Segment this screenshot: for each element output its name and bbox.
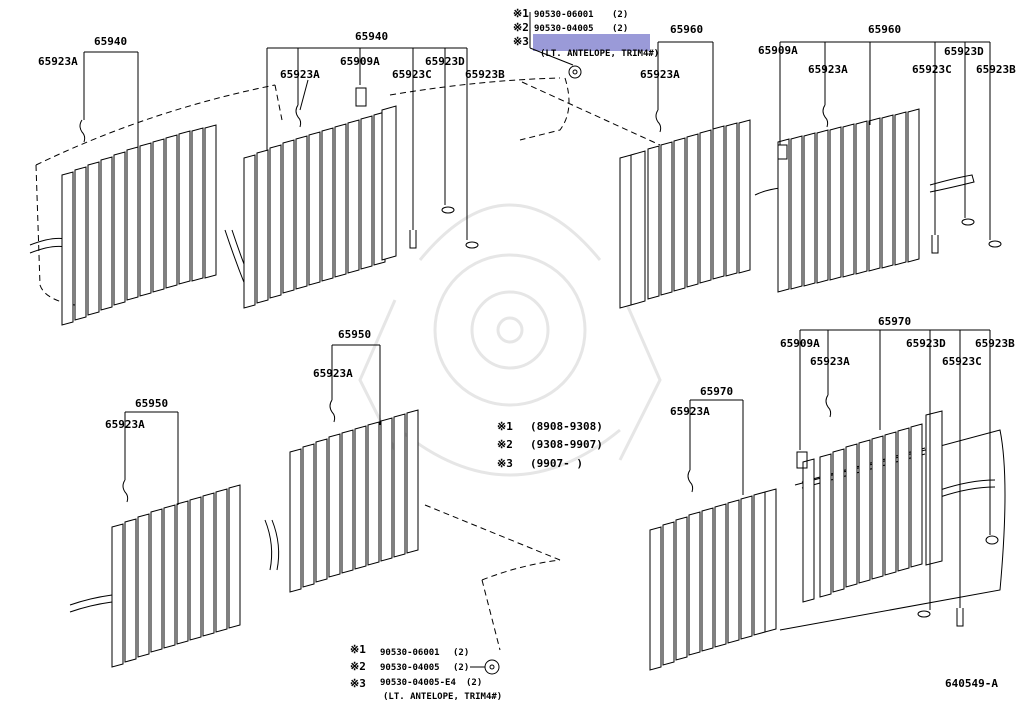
part-number-65970-b: 65970 xyxy=(878,315,911,328)
part-number-65923d-a: 65923D xyxy=(425,55,465,68)
part-number-65923c-c: 65923C xyxy=(942,355,982,368)
part-number-65923a-c: 65923A xyxy=(640,68,680,81)
bottom-qty-1: (2) xyxy=(453,648,469,658)
callout-part-2: 90530-04005 xyxy=(534,24,594,34)
hook-parts-upper-left xyxy=(79,87,479,249)
slats-lower-left-a xyxy=(111,484,241,668)
reference-code: 640549-A xyxy=(945,677,998,690)
callout-qty-2: (2) xyxy=(612,24,628,34)
legend-marker-2: ※2 xyxy=(497,438,513,451)
part-number-65923b-b: 65923B xyxy=(976,63,1016,76)
slats-upper-right-a xyxy=(619,119,751,309)
window-outline-lower-left xyxy=(69,504,561,651)
labels-upper-left: 65940 65923A 65940 65923A 65909A 65923C … xyxy=(38,30,505,81)
bottom-part-3: 90530-04005-E4 xyxy=(380,678,456,688)
part-number-65923c-b: 65923C xyxy=(912,63,952,76)
legend-range-1: (8908-9308) xyxy=(530,420,603,433)
highlight-box xyxy=(533,34,650,51)
slats-upper-right-b xyxy=(777,108,920,293)
part-number-65940-a: 65940 xyxy=(94,35,127,48)
part-number-65909a-a: 65909A xyxy=(340,55,380,68)
legend-range-3: (9907- ) xyxy=(530,457,583,470)
part-number-65923a-e: 65923A xyxy=(105,418,145,431)
part-number-65940-b: 65940 xyxy=(355,30,388,43)
marker-3: ※3 xyxy=(513,35,529,48)
slats-lower-right-b xyxy=(802,410,943,603)
part-number-65923d-c: 65923D xyxy=(906,337,946,350)
part-number-65923a-b: 65923A xyxy=(280,68,320,81)
bottom-marker-2: ※2 xyxy=(350,660,366,673)
callout-note: (LT. ANTELOPE, TRIM4#) xyxy=(540,49,659,59)
part-number-65909a-c: 65909A xyxy=(780,337,820,350)
slats-lower-right-a xyxy=(649,488,777,671)
slats-lower-left-b xyxy=(289,409,419,593)
bottom-qty-2: (2) xyxy=(453,663,469,673)
legend-marker-3: ※3 xyxy=(497,457,513,470)
clip-fastener-top xyxy=(568,65,582,79)
part-number-65923a-h: 65923A xyxy=(810,355,850,368)
slats-upper-left-a xyxy=(61,124,217,326)
callout-part-1: 90530-06001 xyxy=(534,10,594,20)
part-number-65950-b: 65950 xyxy=(338,328,371,341)
labels-lower-left: 65950 65923A 65950 65923A xyxy=(105,328,371,431)
part-number-65923d-b: 65923D xyxy=(944,45,984,58)
part-number-65923b-c: 65923B xyxy=(975,337,1015,350)
leader-lines-upper-right xyxy=(657,41,991,240)
bottom-part-2: 90530-04005 xyxy=(380,663,440,673)
part-number-65923a-d: 65923A xyxy=(808,63,848,76)
marker-1: ※1 xyxy=(513,7,529,20)
labels-lower-right: 65970 65923A 65970 65909A 65923A 65923D … xyxy=(670,315,1015,418)
part-number-65923a-g: 65923A xyxy=(670,405,710,418)
bottom-part-1: 90530-06001 xyxy=(380,648,440,658)
part-number-65909a-b: 65909A xyxy=(758,44,798,57)
callout-qty-1: (2) xyxy=(612,10,628,20)
leader-lines-lower-right xyxy=(689,329,991,610)
hook-parts-lower-right xyxy=(687,394,999,627)
part-number-65923a-f: 65923A xyxy=(313,367,353,380)
bottom-marker-3: ※3 xyxy=(350,677,366,690)
part-number-65960-b: 65960 xyxy=(868,23,901,36)
hook-parts-lower-left xyxy=(122,399,336,503)
hook-parts-upper-right xyxy=(655,104,1002,254)
clip-fastener-bottom xyxy=(484,659,500,675)
part-number-65960-a: 65960 xyxy=(670,23,703,36)
bottom-qty-3: (2) xyxy=(466,678,482,688)
watermark-emblem xyxy=(358,203,662,477)
top-callout: ※1 90530-06001 (2) ※2 90530-04005 (2) ※3… xyxy=(513,7,659,79)
leader-lines-lower-left xyxy=(124,344,381,505)
part-number-65950-a: 65950 xyxy=(135,397,168,410)
bottom-note: (LT. ANTELOPE, TRIM4#) xyxy=(383,692,502,702)
part-number-65923a-a: 65923A xyxy=(38,55,78,68)
legend-marker-1: ※1 xyxy=(497,420,513,433)
legend-range-2: (9308-9907) xyxy=(530,438,603,451)
legend-block: ※1 (8908-9308) ※2 (9308-9907) ※3 (9907- … xyxy=(497,420,603,470)
leader-lines-upper-left xyxy=(83,47,468,240)
part-number-65970-a: 65970 xyxy=(700,385,733,398)
bottom-marker-1: ※1 xyxy=(350,643,366,656)
slats-upper-left-b xyxy=(243,105,397,309)
part-number-65923b-a: 65923B xyxy=(465,68,505,81)
bottom-callout: ※1 90530-06001 (2) ※2 90530-04005 (2) ※3… xyxy=(350,643,502,702)
window-outline-upper-left xyxy=(35,77,661,306)
marker-2: ※2 xyxy=(513,21,529,34)
part-number-65923c-a: 65923C xyxy=(392,68,432,81)
labels-upper-right: 65960 65923A 65960 65909A 65923A 65923D … xyxy=(640,23,1016,81)
